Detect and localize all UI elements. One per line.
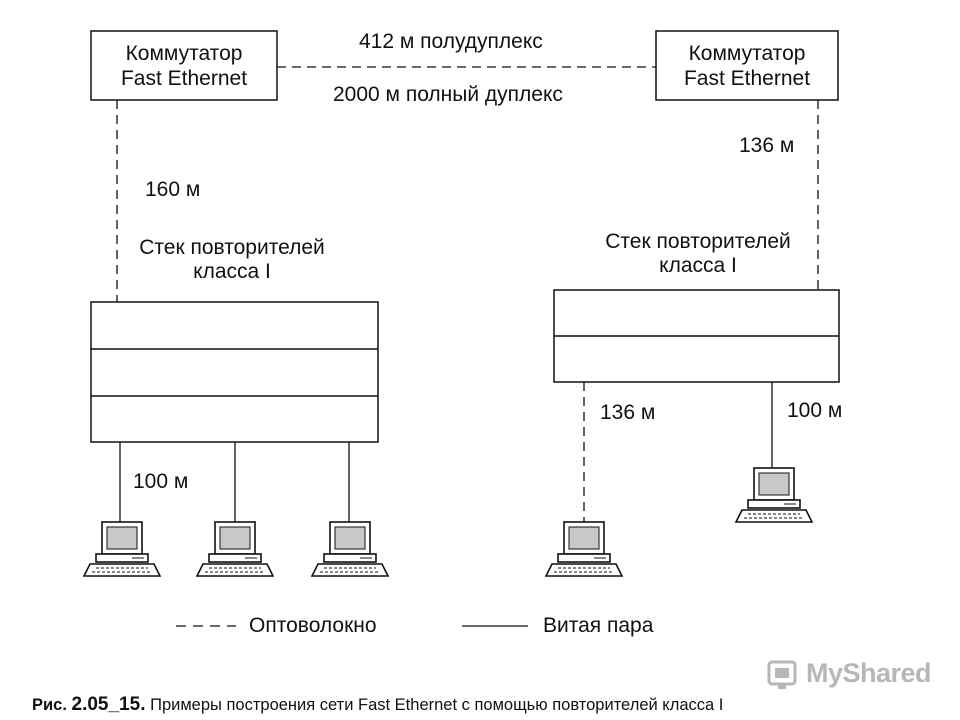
right-repeater-stack [553, 289, 840, 383]
stack-left-label: Стек повторителей класса I [116, 236, 348, 284]
computer-icon [735, 467, 813, 523]
left-uplink-length: 160 м [145, 178, 201, 201]
left-repeater-stack [90, 301, 379, 443]
switch-right-label: Коммутатор Fast Ethernet [656, 41, 838, 91]
right-drop-tp-length: 100 м [787, 399, 843, 422]
caption-number: 2.05_15. [71, 694, 146, 715]
caption-text: Примеры построения сети Fast Ethernet с … [150, 696, 724, 714]
switch-right-line2: Fast Ethernet [683, 67, 811, 90]
figure-caption: Рис. 2.05_15. Примеры построения сети Fa… [32, 694, 723, 716]
computer-icon [83, 521, 161, 577]
stack-right-line2: класса I [659, 254, 737, 277]
link-top-label: 412 м полудуплекс [359, 30, 543, 53]
switch-left-label: Коммутатор Fast Ethernet [91, 41, 277, 91]
switch-right-box [655, 30, 839, 101]
myshared-logo-icon [767, 660, 797, 689]
legend-twisted-pair-label: Витая пара [543, 614, 654, 637]
stack-right-line1: Стек повторителей [605, 230, 791, 253]
legend-fiber-label: Оптоволокно [249, 614, 377, 637]
stack-left-line1: Стек повторителей [139, 236, 325, 259]
switch-left-line2: Fast Ethernet [120, 67, 248, 90]
link-bottom-label: 2000 м полный дуплекс [333, 83, 563, 106]
stack-right-label: Стек повторителей класса I [582, 230, 814, 278]
switch-left-line1: Коммутатор [125, 42, 243, 65]
computer-icon [545, 521, 623, 577]
caption-prefix: Рис. [32, 696, 67, 714]
right-uplink-length: 136 м [739, 134, 795, 157]
watermark-text: MyShared [806, 658, 932, 688]
switch-left-box [90, 30, 278, 101]
computer-icon [311, 521, 389, 577]
switch-right-line1: Коммутатор [688, 42, 806, 65]
stack-left-line2: класса I [193, 260, 271, 283]
right-drop-fiber-length: 136 м [600, 401, 656, 424]
computer-icon [196, 521, 274, 577]
left-drop-length: 100 м [133, 470, 189, 493]
